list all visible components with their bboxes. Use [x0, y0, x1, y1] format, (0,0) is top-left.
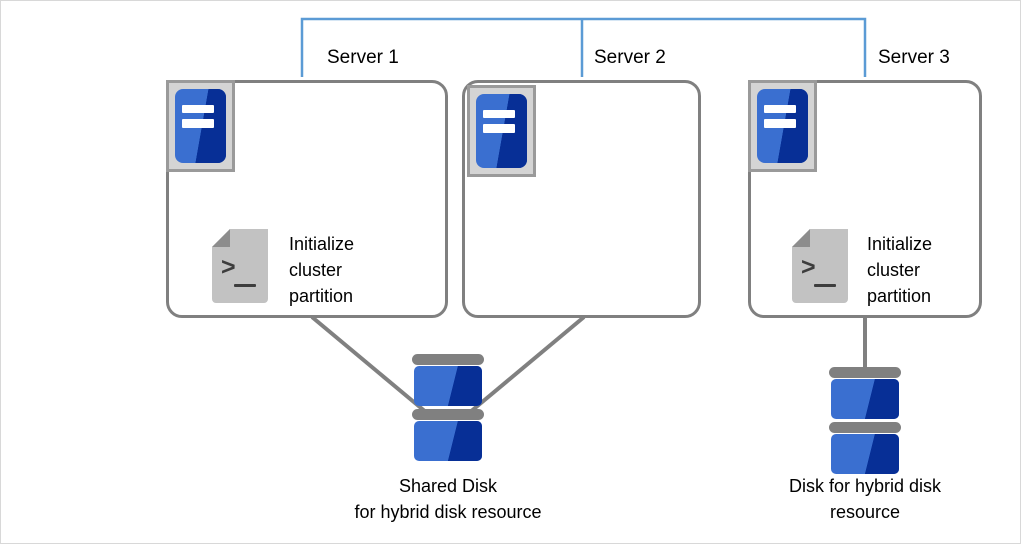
server-icon: [166, 80, 235, 172]
disk-platter-shade-1: [831, 379, 899, 419]
disk-platter-body-1: [831, 379, 899, 419]
shared-disk-caption: Shared Disk for hybrid disk resource: [288, 473, 608, 525]
disk-platter-bar-1: [412, 354, 484, 365]
disk-platter-body-2: [831, 434, 899, 474]
server-icon-slot-2: [764, 119, 796, 129]
disk-platter-bar-2: [829, 422, 901, 433]
server-2-label: Server 2: [594, 47, 666, 68]
server-3-script-line-2: cluster: [867, 260, 921, 281]
server-icon-body: [175, 89, 226, 163]
server-1-label: Server 1: [327, 47, 399, 68]
script-icon-prompt-chevron: >: [221, 253, 236, 281]
server-1-script-text: Initialize cluster partition: [289, 231, 354, 309]
server-icon-slot-2: [483, 124, 515, 134]
script-icon: >: [792, 229, 848, 303]
disk-platter-bar-2: [412, 409, 484, 420]
server3-disk-caption: Disk for hybrid disk resource: [715, 473, 1015, 525]
server3-disk-caption-line-2: resource: [829, 502, 901, 523]
script-icon-cursor-dash: [814, 284, 836, 287]
server-3-label: Server 3: [878, 47, 950, 68]
shared-disk-caption-line-2: for hybrid disk resource: [354, 502, 542, 523]
disk-platter-shade-2: [831, 434, 899, 474]
server3-disk-caption-line-1: Disk for hybrid disk: [788, 476, 942, 496]
server-3-script-line-1: Initialize: [867, 234, 933, 254]
server-3-script-line-3: partition: [867, 286, 932, 307]
server3-disk-icon[interactable]: [829, 367, 901, 474]
script-icon-prompt-chevron: >: [801, 253, 816, 281]
connector-server2-shared-disk: [467, 315, 586, 415]
server-1-script-line-1: Initialize: [289, 234, 355, 254]
server-icon-slot-1: [764, 104, 796, 114]
server-icon-slot-1: [483, 109, 515, 119]
shared-disk-caption-line-1: Shared Disk: [398, 476, 498, 496]
disk-platter-bar-1: [829, 367, 901, 378]
server-icon: [467, 85, 536, 177]
bracket-top-path: [300, 17, 867, 77]
server-icon-body: [757, 89, 808, 163]
server-3-script-text: Initialize cluster partition: [867, 231, 932, 309]
server-1-script-line-3: partition: [289, 286, 354, 307]
disk-platter-shade-1: [414, 366, 482, 406]
connector-server1-shared-disk: [310, 315, 429, 415]
script-icon-cursor-dash: [234, 284, 256, 287]
cluster-bracket: [300, 17, 867, 77]
disk-platter-body-2: [414, 421, 482, 461]
disk-platter-shade-2: [414, 421, 482, 461]
script-icon-fold: [212, 229, 230, 247]
shared-disk-icon[interactable]: [412, 354, 484, 461]
server-icon-slot-1: [182, 104, 214, 114]
script-icon: >: [212, 229, 268, 303]
script-icon-fold: [792, 229, 810, 247]
server-icon: [748, 80, 817, 172]
server-icon-body: [476, 94, 527, 168]
server-1-script-line-2: cluster: [289, 260, 343, 281]
connector-lines: [310, 315, 867, 415]
server-icon-slot-2: [182, 119, 214, 129]
disk-platter-body-1: [414, 366, 482, 406]
